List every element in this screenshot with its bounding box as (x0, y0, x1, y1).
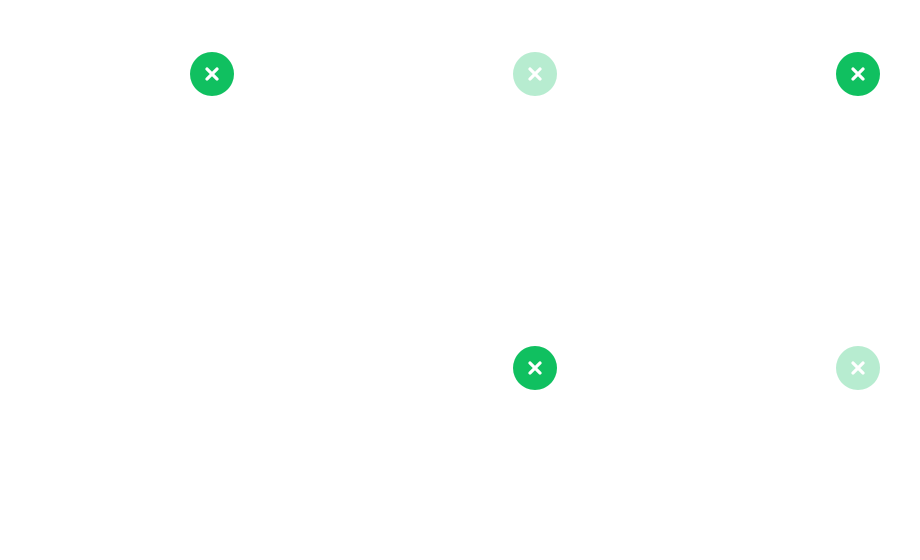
close-button-active[interactable] (190, 52, 234, 96)
close-button-active[interactable] (836, 52, 880, 96)
close-icon (850, 66, 866, 82)
close-icon (850, 360, 866, 376)
close-icon (527, 360, 543, 376)
close-icon (527, 66, 543, 82)
close-icon (204, 66, 220, 82)
close-button-disabled[interactable] (513, 52, 557, 96)
close-button-disabled[interactable] (836, 346, 880, 390)
close-button-active[interactable] (513, 346, 557, 390)
